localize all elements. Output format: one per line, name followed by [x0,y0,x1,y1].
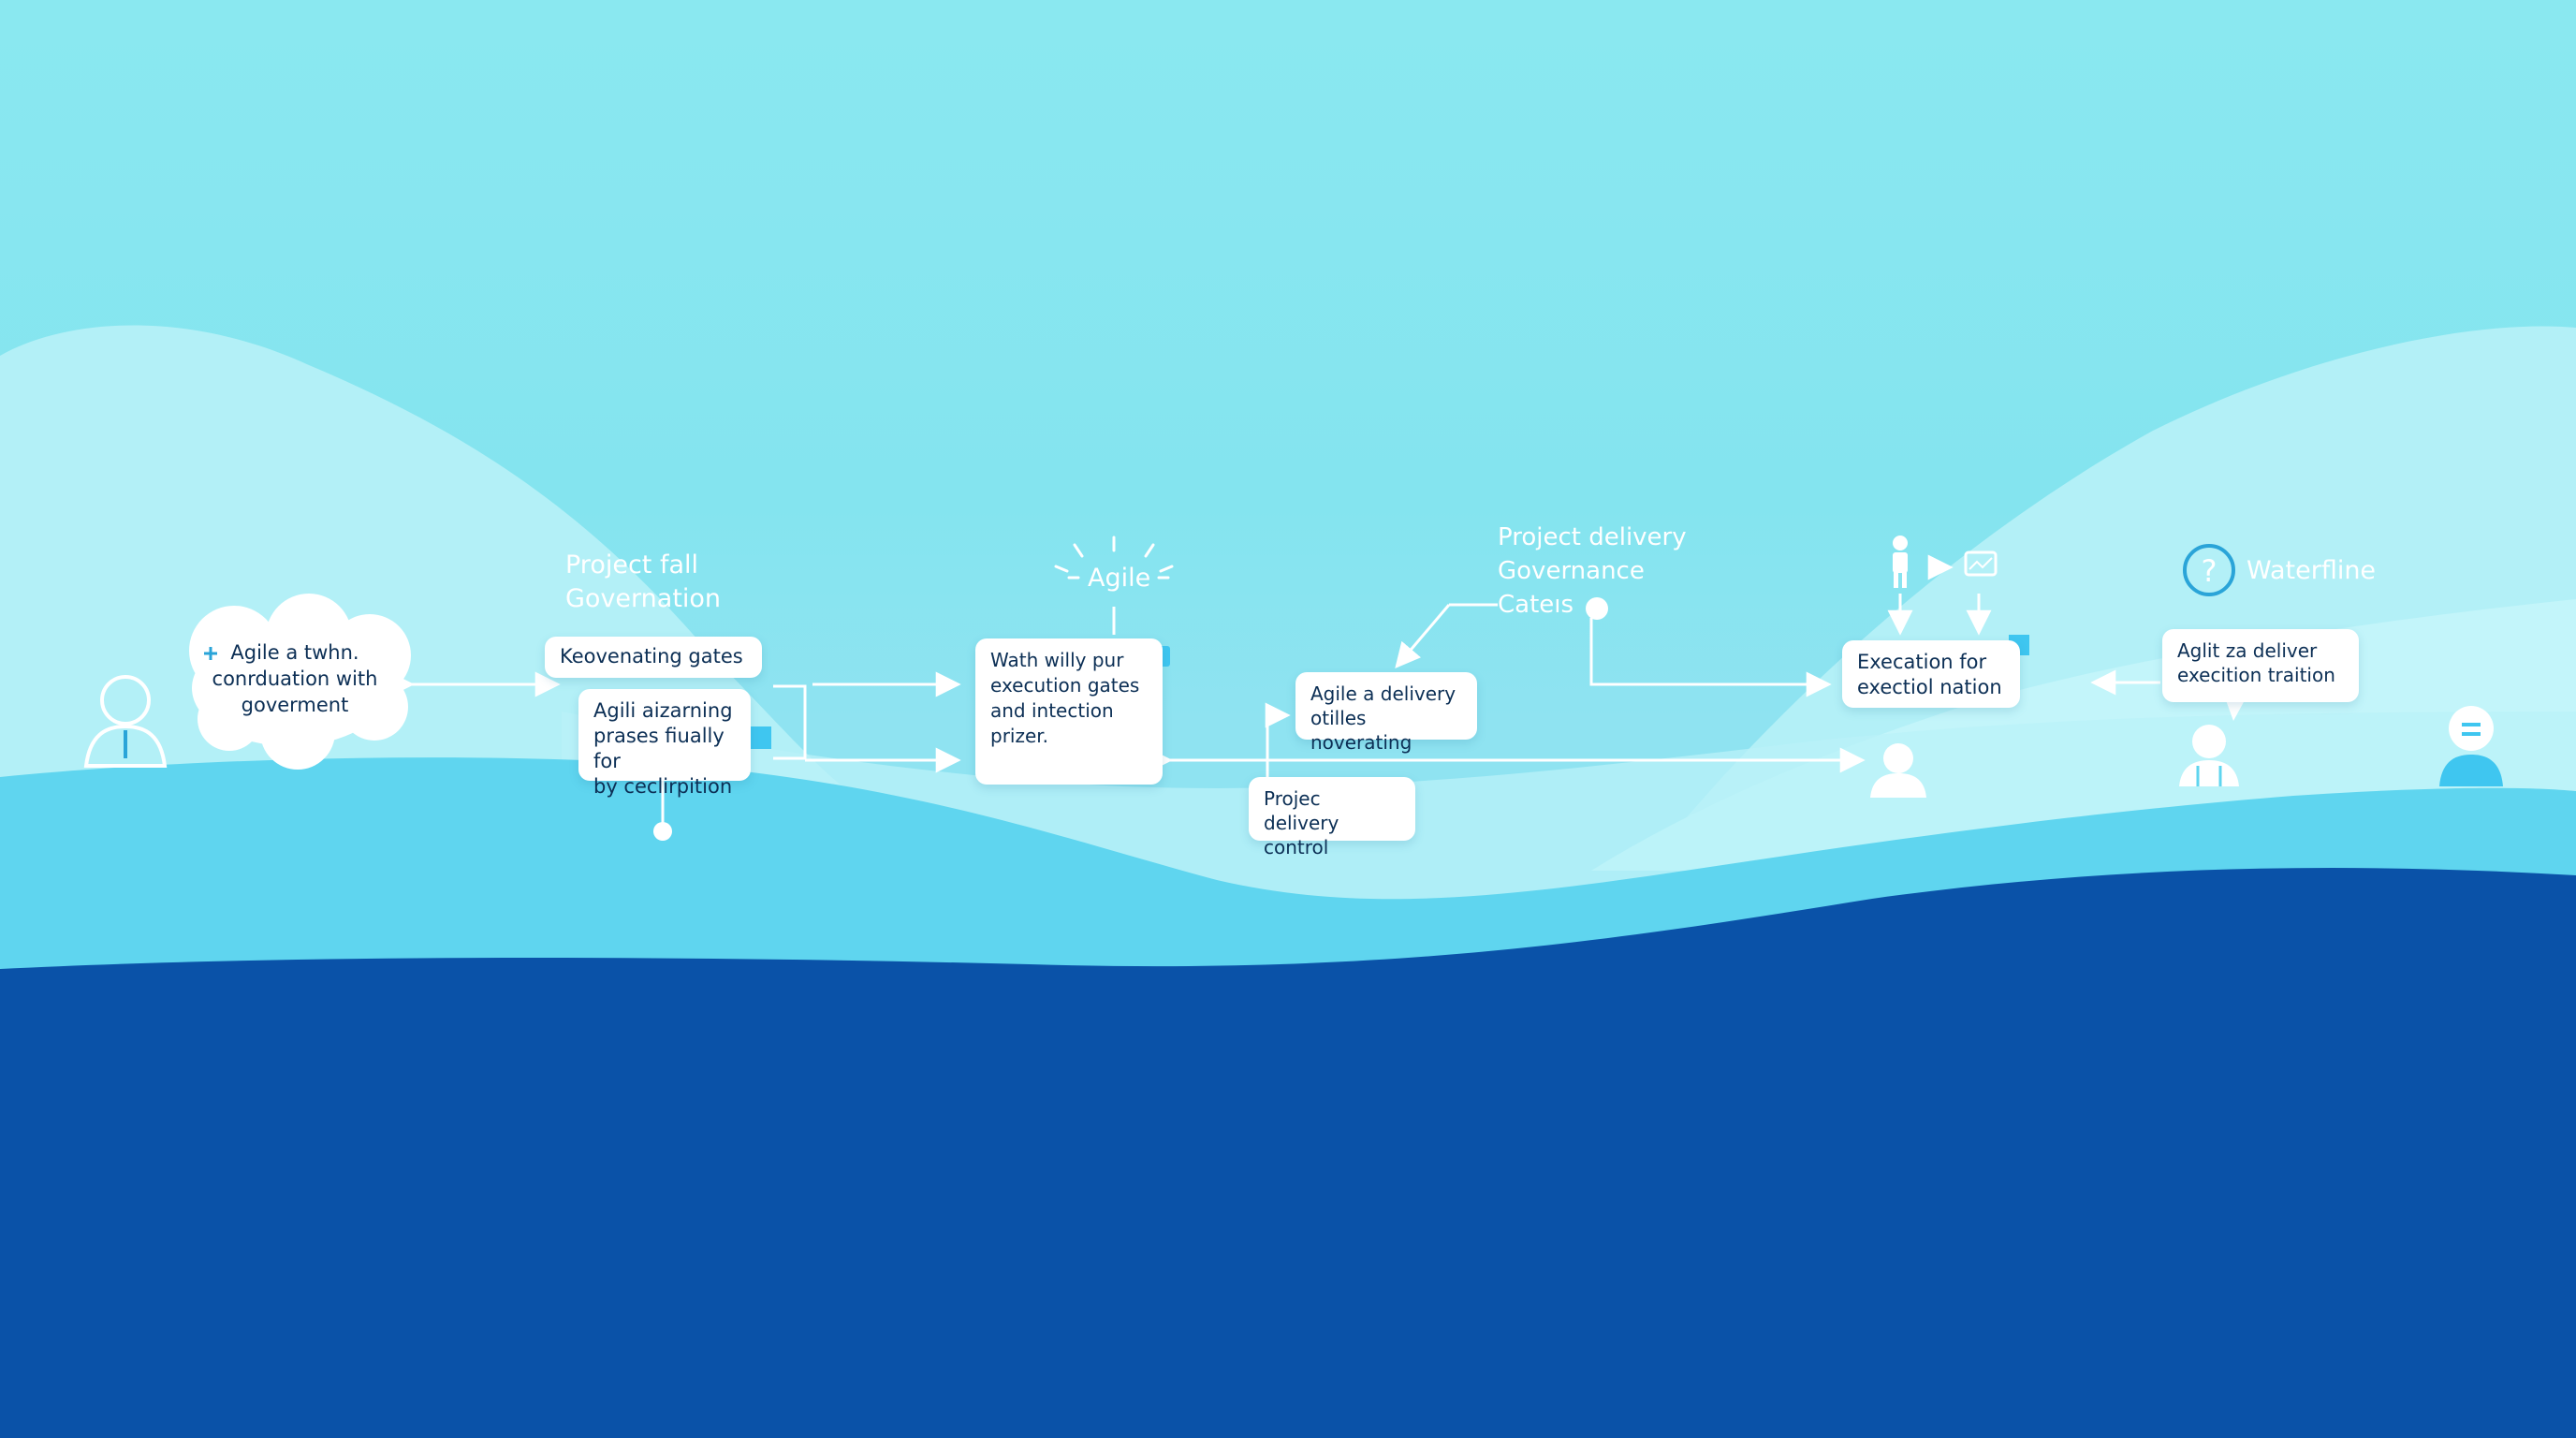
box-keovenating-gates: Keovenating gates [545,637,762,678]
dot-governance [1586,597,1608,620]
box-projec-delivery-control: Projec delivery control [1249,777,1415,858]
arrow-gov-to-agile [1395,604,1451,669]
arrow-projec-up [1265,702,1291,779]
box-agili-aizarning: Agili aizarning prases fiually for by ce… [578,689,751,798]
arrow-gov-to-execation [1589,618,1832,697]
cloud-note-text: Agile a twhn. conrduation with goverment [212,641,378,716]
plus-icon [204,647,217,660]
title-project-fall: Project fall Governation [565,550,722,613]
title-project-delivery-governance: Project delivery Governance Cateıs [1498,523,1687,619]
label-agile-burst: Agile [1088,564,1151,593]
chart-icon [1964,550,1998,577]
bracket-agili [773,684,807,760]
box-execation: Execation for exectiol nation [1842,640,2020,708]
speech-tail [2226,700,2245,721]
user-tie-icon [1870,743,1926,798]
person-right-icon [2179,725,2239,786]
burst-rays [1054,536,1174,580]
label-waterfline: Waterfline [2247,556,2377,585]
box-wath-willy: Wath willy pur execution gates and intec… [975,638,1163,785]
person-small-icon [1893,536,1908,588]
help-circle-icon: ? [2183,544,2235,596]
svg-text:?: ? [2202,553,2217,589]
box-agile-delivery: Agile a delivery otilles noverating [1295,672,1477,754]
chat-avatar-icon [2439,706,2503,786]
deep-wave [0,868,2576,1438]
dot-agili [653,822,672,841]
box-aglit-za-deliver: Aglit za deliver execition traition [2162,629,2359,702]
square-agili [749,726,771,749]
person-icon [83,675,168,768]
